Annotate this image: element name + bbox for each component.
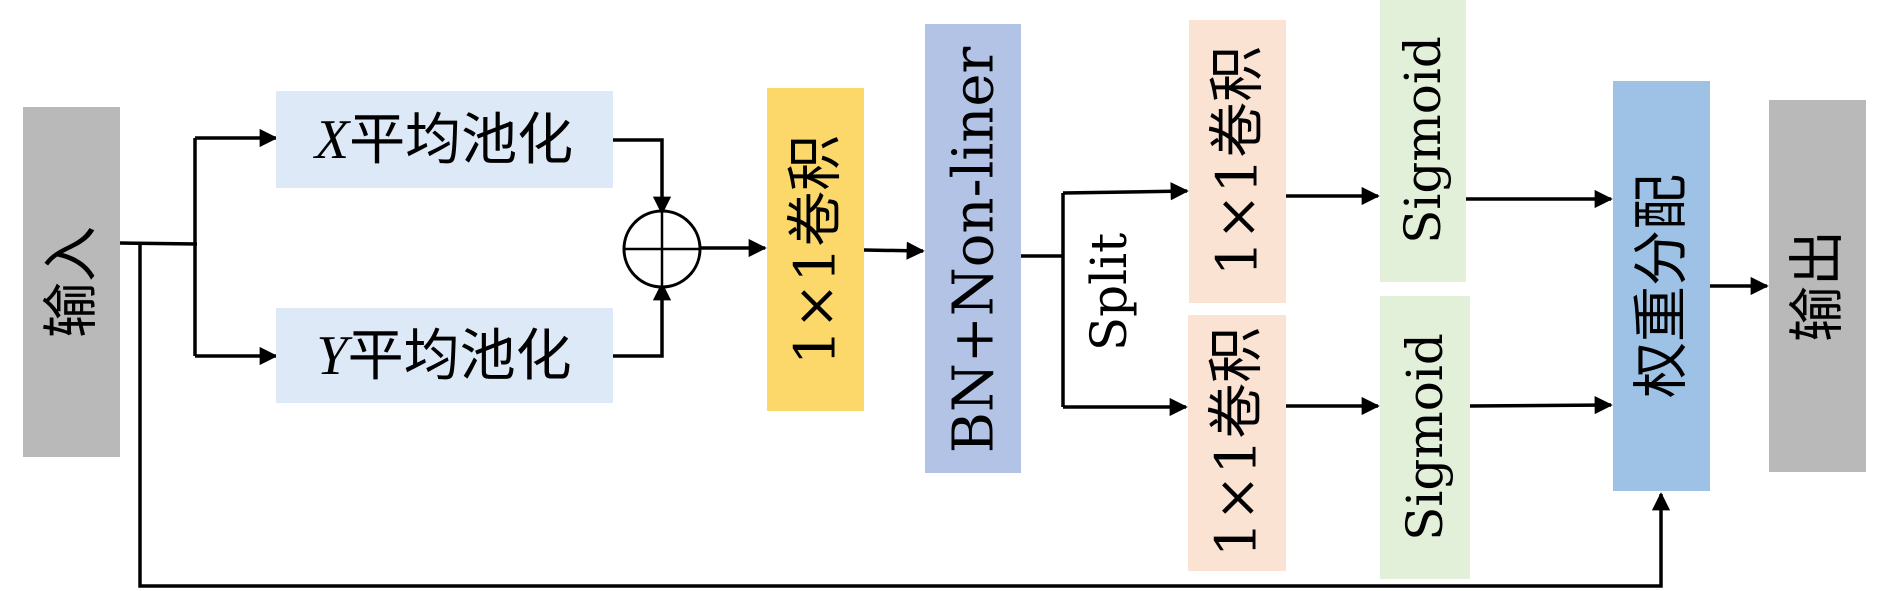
y-pool-label: Y平均池化 [316, 324, 571, 389]
weight-node: 权重分配 [1613, 81, 1710, 491]
wire-y-pool-to-add [613, 282, 672, 358]
sigmoid-top-node: Sigmoid [1380, 0, 1466, 282]
output-node: 输出 [1769, 100, 1866, 472]
input-label: 输入 [40, 226, 105, 338]
weight-label: 权重分配 [1630, 174, 1695, 398]
conv-main-node: 1×1卷积 [767, 88, 864, 411]
sigmoid-top-label: Sigmoid [1394, 36, 1452, 244]
x-pool-label: X平均池化 [313, 108, 573, 173]
input-node: 输入 [23, 107, 120, 457]
bn-label: BN+Non-liner [942, 46, 1007, 453]
wire-input-branch [119, 241, 198, 246]
output-label: 输出 [1786, 230, 1851, 342]
conv-bottom-label: 1×1卷积 [1205, 327, 1270, 557]
conv-main-label: 1×1卷积 [784, 135, 849, 365]
wire-split-to-conv-top [1062, 182, 1189, 201]
x-pool-node: X平均池化 [276, 91, 613, 188]
conv-top-node: 1×1卷积 [1189, 20, 1286, 303]
y-pool-node: Y平均池化 [276, 308, 613, 403]
wire-sigmoid-bottom-to-weight [1469, 396, 1613, 415]
bn-node: BN+Non-liner [925, 24, 1021, 473]
circle-plus-icon [622, 209, 702, 289]
sigmoid-bottom-label: Sigmoid [1396, 333, 1454, 541]
wires [119, 128, 1769, 588]
wire-residual [138, 243, 1671, 588]
sigmoid-bottom-node: Sigmoid [1380, 296, 1470, 579]
split-label: Split [1080, 233, 1138, 351]
wire-conv-to-bn [863, 241, 925, 260]
wire-x-pool-to-add [613, 138, 672, 215]
conv-top-label: 1×1卷积 [1206, 46, 1271, 276]
conv-bottom-node: 1×1卷积 [1188, 315, 1286, 571]
